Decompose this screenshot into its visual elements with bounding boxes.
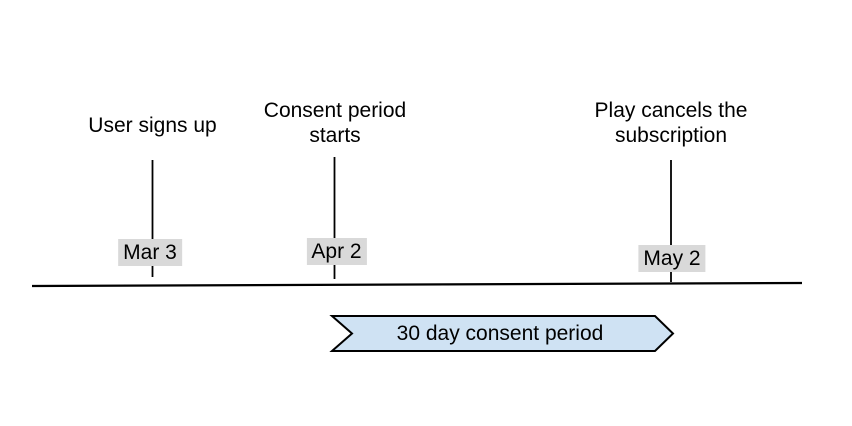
timeline-axis [31, 281, 803, 288]
date-badge-apr-2: Apr 2 [306, 238, 367, 265]
event-label-play-cancels-subscription: Play cancels the subscription [594, 99, 748, 147]
event-label-user-signs-up: User signs up [88, 114, 217, 137]
consent-period-banner-shape [332, 316, 673, 351]
date-badge-mar-3: Mar 3 [118, 239, 182, 266]
event-label-consent-period-starts: Consent period starts [263, 99, 407, 147]
consent-period-banner-outline [329, 315, 675, 352]
date-badge-may-2: May 2 [638, 245, 706, 272]
consent-period-banner-label: 30 day consent period [396, 322, 604, 345]
